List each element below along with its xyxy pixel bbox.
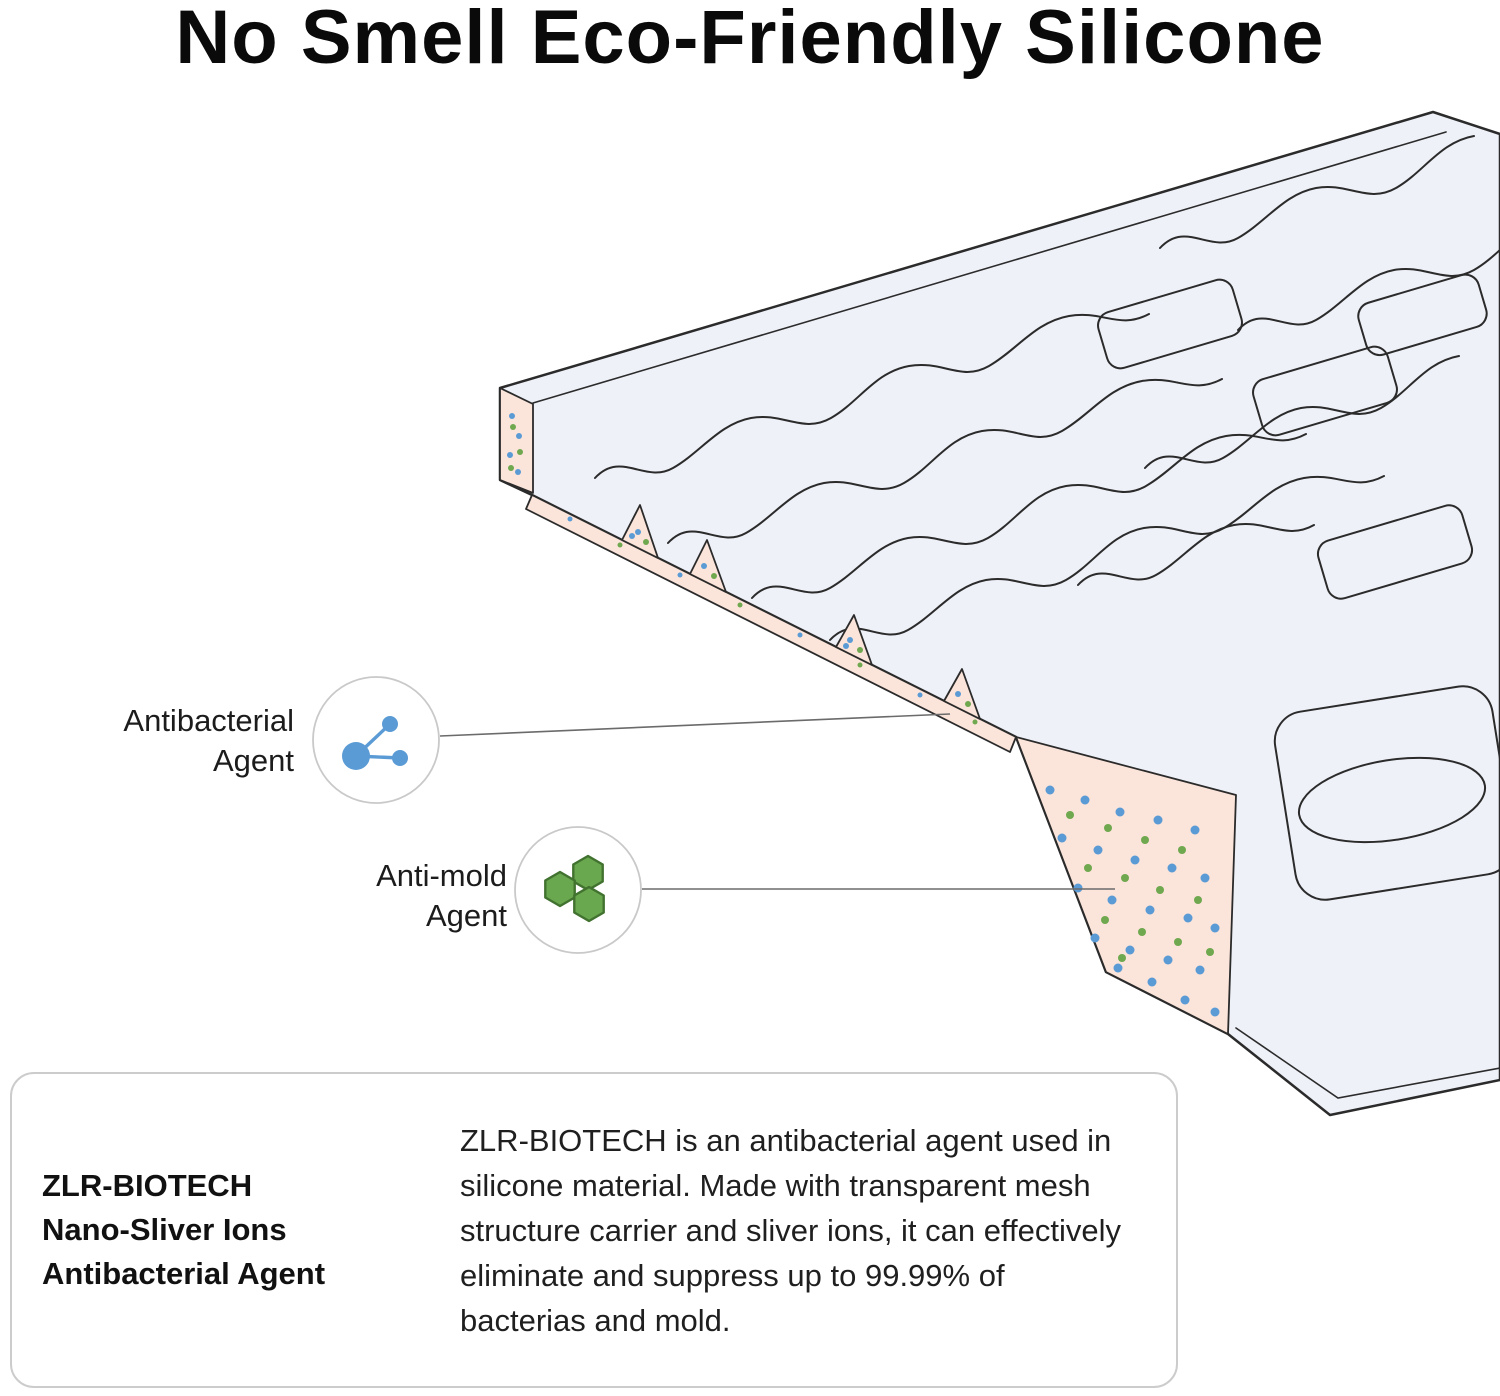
round-recess-pad	[1273, 685, 1500, 901]
round-recess-circle	[1297, 756, 1487, 844]
antibacterial-label-line2: Agent	[212, 743, 294, 778]
antibacterial-connector-line	[439, 713, 951, 737]
silicone-mat	[498, 110, 1500, 1117]
antimold-callout-circle	[514, 826, 642, 954]
ridge-cut-triangle-3	[835, 614, 873, 666]
antibacterial-particles	[507, 413, 1220, 1017]
antibacterial-callout-circle	[312, 676, 440, 804]
antimold-callout	[514, 826, 1115, 954]
antibacterial-label: Antibacterial Agent	[80, 701, 294, 781]
info-box-body: ZLR-BIOTECH is an antibacterial agent us…	[460, 1122, 1122, 1338]
left-cut-edge	[499, 387, 534, 494]
molecule-icon	[342, 716, 408, 770]
ridge-cut-triangle-2	[689, 539, 727, 593]
antimold-label-line2: Agent	[425, 898, 507, 933]
hexagon-cluster-icon	[544, 854, 605, 923]
antibacterial-callout	[312, 676, 951, 804]
info-heading-line-2: Nano-Sliver Ions	[42, 1212, 287, 1247]
antimold-label: Anti-mold Agent	[293, 856, 507, 936]
ridge-cut-triangle-4	[943, 668, 981, 720]
antibacterial-label-line1: Antibacterial	[123, 703, 294, 738]
surface-texture	[1097, 273, 1500, 901]
antimold-label-line1: Anti-mold	[376, 858, 507, 893]
info-box: ZLR-BIOTECH Nano-Sliver Ions Antibacteri…	[10, 1072, 1178, 1388]
antimold-particles	[508, 424, 1214, 962]
page-title: No Smell Eco-Friendly Silicone	[175, 0, 1325, 80]
info-box-heading: ZLR-BIOTECH Nano-Sliver Ions Antibacteri…	[12, 1164, 460, 1296]
ridge-waves	[594, 135, 1500, 641]
info-heading-line-1: ZLR-BIOTECH	[42, 1168, 253, 1203]
info-heading-line-3: Antibacterial Agent	[42, 1256, 326, 1291]
mat-top-surface	[498, 110, 1500, 1117]
